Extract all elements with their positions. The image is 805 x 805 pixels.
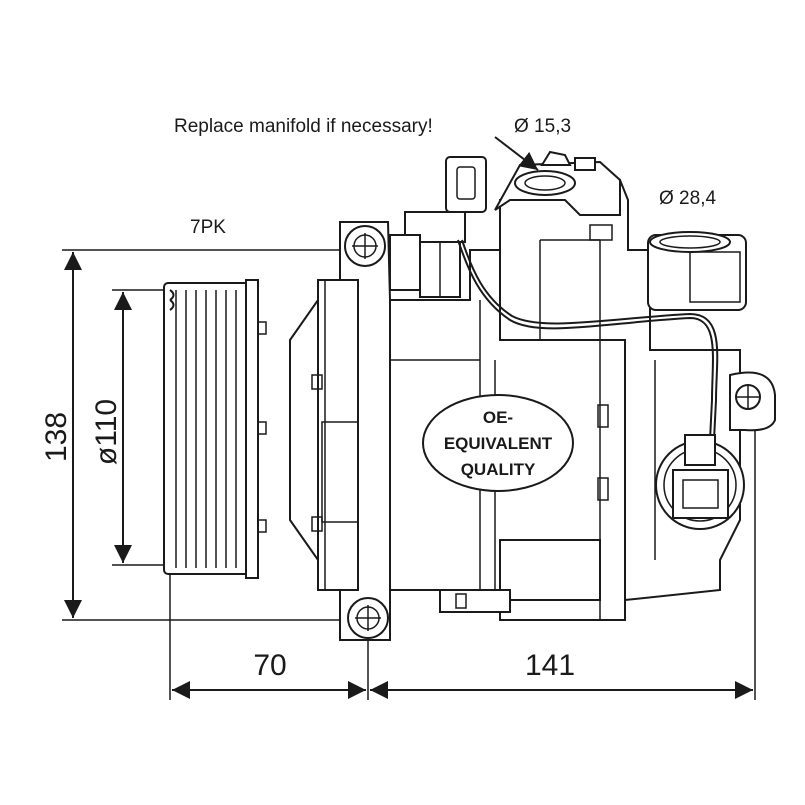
- dim-pulley-offset-label: 70: [253, 649, 286, 682]
- suction-port: [647, 231, 747, 311]
- replace-manifold-note: Replace manifold if necessary!: [174, 116, 433, 137]
- badge-line3: QUALITY: [461, 460, 536, 479]
- sensor-wire: [457, 239, 719, 441]
- dim-body-length-label: 141: [525, 649, 575, 682]
- sensor-connector: [655, 434, 745, 530]
- port-large-diameter: Ø 28,4: [659, 188, 716, 209]
- port-small-diameter: Ø 15,3: [514, 116, 571, 137]
- discharge-port: [494, 150, 621, 216]
- oe-quality-badge: OE- EQUIVALENT QUALITY: [422, 394, 574, 492]
- pulley: [163, 279, 267, 579]
- clutch-housing: [289, 221, 391, 641]
- manifold-callout-arrow: [494, 136, 539, 171]
- control-valve: [389, 156, 487, 298]
- badge-line1: OE-: [483, 408, 513, 427]
- dim-height-label: 138: [40, 412, 73, 462]
- badge-line2: EQUIVALENT: [444, 434, 553, 453]
- belt-profile-label: 7PK: [190, 217, 226, 238]
- dim-pulley-diameter-label: ø110: [90, 399, 123, 465]
